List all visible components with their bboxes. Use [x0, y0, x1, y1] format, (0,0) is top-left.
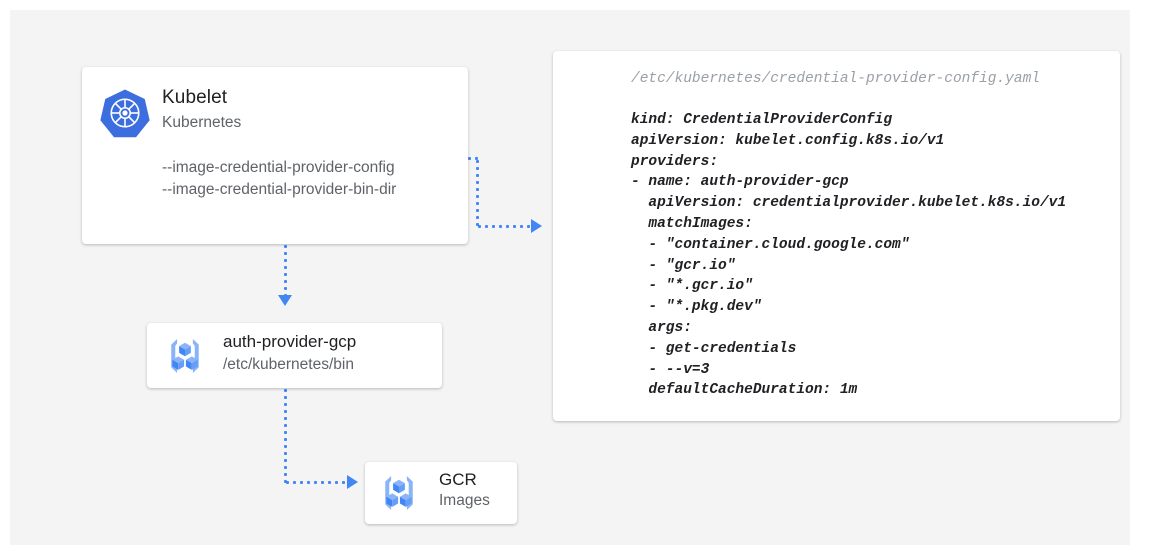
- yaml-line: apiVersion: credentialprovider.kubelet.k…: [631, 195, 1067, 212]
- yaml-line: - get-credentials: [631, 340, 797, 357]
- container-registry-icon: [163, 334, 207, 378]
- yaml-line: - name: auth-provider-gcp: [631, 174, 849, 191]
- auth-provider-card-title: auth-provider-gcp: [223, 332, 357, 351]
- auth-provider-gcp-card[interactable]: auth-provider-gcp /etc/kubernetes/bin: [147, 323, 442, 388]
- yaml-line: - "*.gcr.io": [631, 278, 753, 295]
- yaml-line: - --v=3: [631, 361, 710, 378]
- gcr-card-title: GCR: [439, 470, 477, 489]
- yaml-line: providers:: [631, 153, 719, 170]
- kubelet-flag-image-credential-provider-bin-dir: --image-credential-provider-bin-dir: [162, 181, 397, 198]
- yaml-body: /etc/kubernetes/credential-provider-conf…: [631, 69, 1106, 401]
- yaml-line: kind: CredentialProviderConfig: [631, 112, 893, 128]
- yaml-filename: /etc/kubernetes/credential-provider-conf…: [631, 71, 1040, 87]
- yaml-line: - "*.pkg.dev": [631, 299, 762, 316]
- gcr-card-subtitle: Images: [439, 492, 490, 509]
- kubelet-flag-image-credential-provider-config: --image-credential-provider-config: [162, 159, 395, 176]
- gcr-card[interactable]: GCR Images: [365, 462, 517, 524]
- credential-provider-config-yaml-card[interactable]: /etc/kubernetes/credential-provider-conf…: [553, 51, 1120, 421]
- auth-provider-card-subtitle: /etc/kubernetes/bin: [223, 356, 354, 373]
- arrowhead-right-icon: [347, 475, 358, 489]
- kubelet-card[interactable]: Kubelet Kubernetes --image-credential-pr…: [82, 67, 468, 244]
- container-registry-icon: [377, 471, 421, 515]
- kubernetes-logo-icon: [100, 88, 150, 138]
- kubelet-card-subtitle: Kubernetes: [162, 114, 242, 131]
- arrowhead-down-icon: [278, 295, 292, 306]
- dotted-segment-horizontal: [476, 225, 534, 228]
- diagram-canvas: Kubelet Kubernetes --image-credential-pr…: [10, 10, 1130, 545]
- arrowhead-right-icon: [531, 219, 542, 233]
- yaml-line: - "gcr.io": [631, 257, 736, 274]
- kubelet-card-title: Kubelet: [162, 87, 228, 108]
- yaml-line: - "container.cloud.google.com": [631, 236, 910, 253]
- dotted-segment-vertical: [284, 380, 287, 483]
- dotted-segment-horizontal: [284, 481, 350, 484]
- dotted-segment-vertical: [476, 158, 479, 226]
- yaml-line: apiVersion: kubelet.config.k8s.io/v1: [631, 132, 945, 149]
- yaml-line: matchImages:: [631, 215, 753, 232]
- yaml-content: kind: CredentialProviderConfig apiVersion…: [631, 110, 1106, 401]
- yaml-line: args:: [631, 319, 692, 336]
- yaml-line: defaultCacheDuration: 1m: [631, 382, 858, 399]
